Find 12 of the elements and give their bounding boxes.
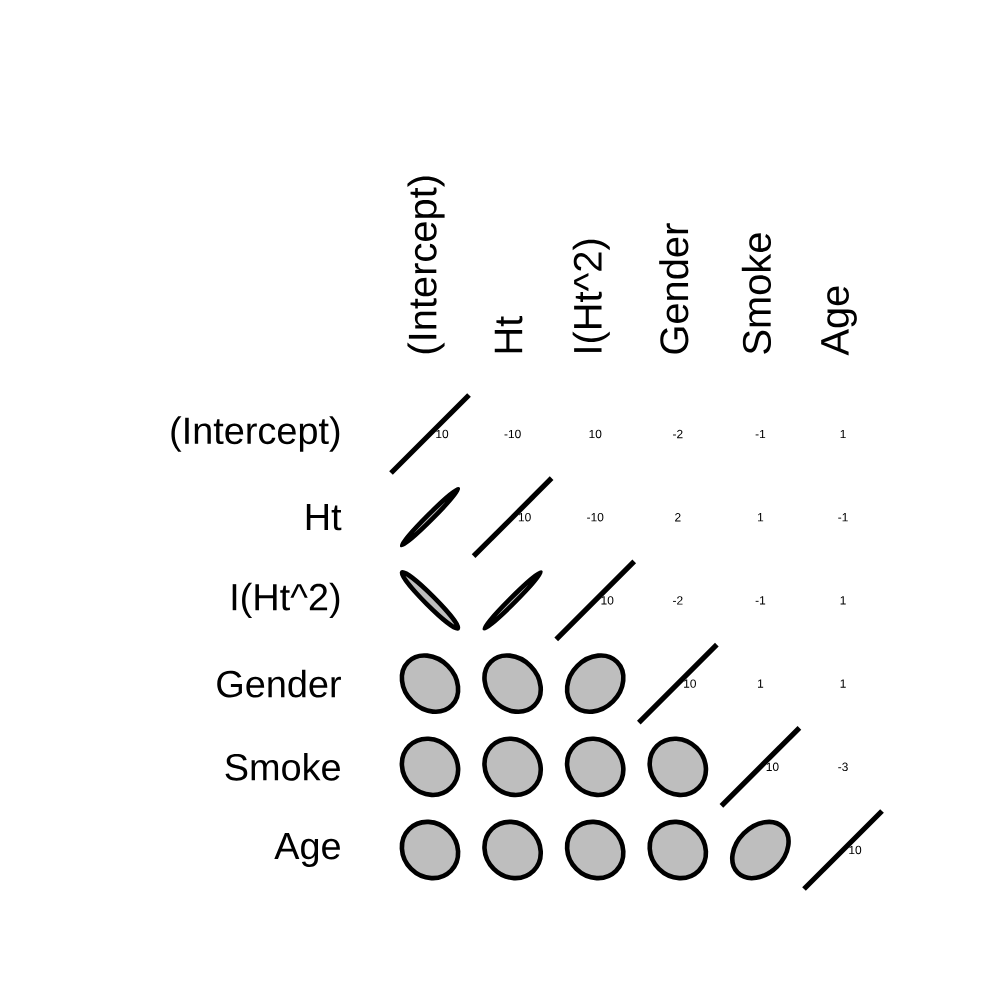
row-label: I(Ht^2) [232, 582, 340, 619]
column-label: Age [821, 286, 857, 356]
row-label: Ht [306, 504, 342, 531]
column-label: Gender [659, 223, 689, 354]
row-label: (Intercept) [171, 416, 340, 452]
row-label: Smoke [225, 752, 340, 781]
row-label: Gender [217, 669, 341, 698]
column-label: Smoke [741, 233, 772, 354]
column-label: I(Ht^2) [572, 239, 610, 352]
column-label: Ht [494, 316, 523, 353]
row-label: Age [274, 833, 340, 867]
column-label: (Intercept) [407, 176, 445, 354]
